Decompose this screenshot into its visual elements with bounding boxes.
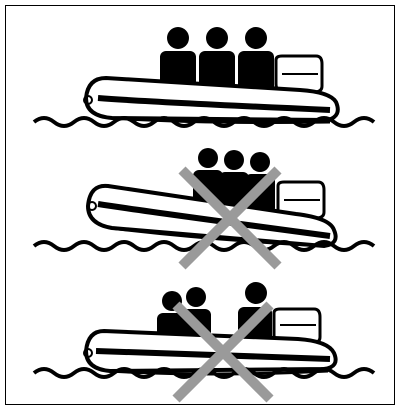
panel-bow-heavy-loading <box>0 140 400 270</box>
bow-heavy-loading-illustration <box>0 140 400 270</box>
panel-correct-loading <box>0 18 400 148</box>
panel-uneven-loading <box>0 275 400 405</box>
uneven-loading-illustration <box>0 275 400 405</box>
correct-loading-illustration <box>0 18 400 148</box>
